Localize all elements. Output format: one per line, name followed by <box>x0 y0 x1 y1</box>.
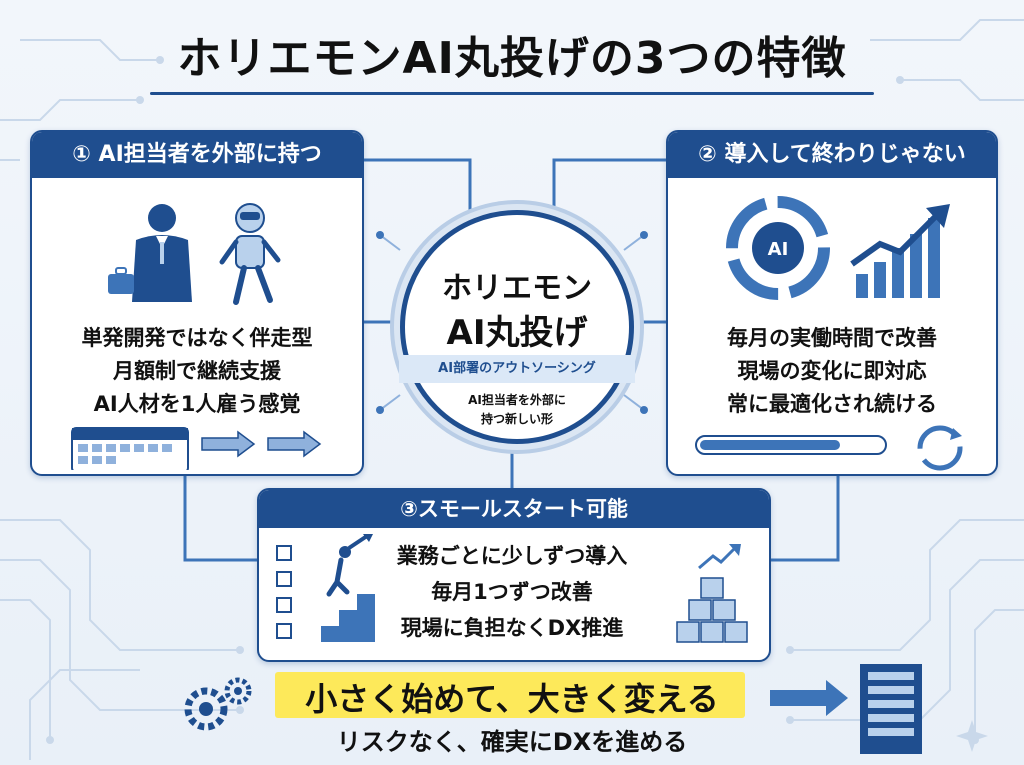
cycle-growth-illustration: AI <box>726 196 950 300</box>
feature-line: 現場に負担なくDX推進 <box>400 616 624 640</box>
feature-heading: ① AI担当者を外部に持つ <box>32 132 362 178</box>
growth-chart-icon <box>850 204 950 298</box>
feature-line: 単発開発ではなく伴走型 <box>81 326 313 350</box>
cubes-icon <box>676 577 748 643</box>
growth-arrow-icon <box>698 544 741 570</box>
arrow-right-icon <box>770 680 848 716</box>
feature-line: 毎月1つずつ改善 <box>431 580 593 604</box>
feature-line: 常に最適化され続ける <box>727 392 937 416</box>
gears-icon <box>184 677 252 731</box>
ai-cycle-icon: AI <box>726 196 830 300</box>
feature-heading: ② 導入して終わりじゃない <box>668 132 996 178</box>
title-underline <box>150 92 874 95</box>
center-subtitle-line1: AI担当者を外部に <box>468 393 566 407</box>
center-title-line2: AI丸投げ <box>446 313 588 353</box>
center-subtitle: AI担当者を外部に 持つ新しい形 <box>405 391 629 429</box>
feature-line: AI人材を1人雇う感覚 <box>93 392 301 416</box>
slogan-highlight <box>275 672 745 718</box>
checklist-icon <box>276 545 292 639</box>
arrow-right-icon <box>201 430 322 458</box>
businessman-robot-illustration <box>108 203 281 305</box>
robot-icon <box>219 203 281 305</box>
stairs-icon <box>303 534 375 642</box>
feature-line: 月額制で継続支援 <box>113 359 281 383</box>
calendar-arrows-illustration <box>71 427 322 470</box>
building-icon <box>860 664 922 754</box>
center-title-line1: ホリエモン <box>442 271 592 306</box>
progress-refresh-illustration <box>695 425 963 471</box>
feature-line: 業務ごとに少しずつ導入 <box>396 544 628 568</box>
center-subtitle-line2: 持つ新しい形 <box>480 412 553 426</box>
calendar-icon <box>71 427 189 470</box>
center-hub: ホリエモン AI丸投げ AI部署のアウトソーシング AI担当者を外部に 持つ新し… <box>399 210 635 444</box>
slogan-sub: リスクなく、確実にDXを進める <box>336 728 688 756</box>
feature-panel-continuous: ② 導入して終わりじゃない AI 毎月の実働時間で改善 現場の変化に即対応 常に… <box>666 130 998 476</box>
feature-line: 毎月の実働時間で改善 <box>727 326 937 350</box>
feature-panel-outsource: ① AI担当者を外部に持つ 単発開発ではなく伴走型 月額制で継続支援 AI人材を… <box>30 130 364 476</box>
businessman-icon <box>108 204 192 302</box>
feature-panel-small-start: ③スモールスタート可能 業務ごとに少しずつ導入 毎月1つずつ改善 現場に負担なく… <box>257 488 771 662</box>
blocks-illustration <box>676 544 748 643</box>
refresh-icon <box>917 425 963 471</box>
slogan-main: 小さく始めて、大きく変える <box>305 680 719 718</box>
sparkle-icon <box>956 720 988 752</box>
checklist-stairs-illustration <box>276 534 375 642</box>
cycle-label: AI <box>768 239 789 260</box>
progress-bar-icon <box>695 435 887 455</box>
arrow-building-illustration <box>770 664 988 754</box>
page-title: ホリエモンAI丸投げの3つの特徴 <box>177 33 847 84</box>
feature-line: 現場の変化に即対応 <box>737 359 927 383</box>
center-band: AI部署のアウトソーシング <box>399 355 635 383</box>
feature-heading: ③スモールスタート可能 <box>259 490 769 528</box>
